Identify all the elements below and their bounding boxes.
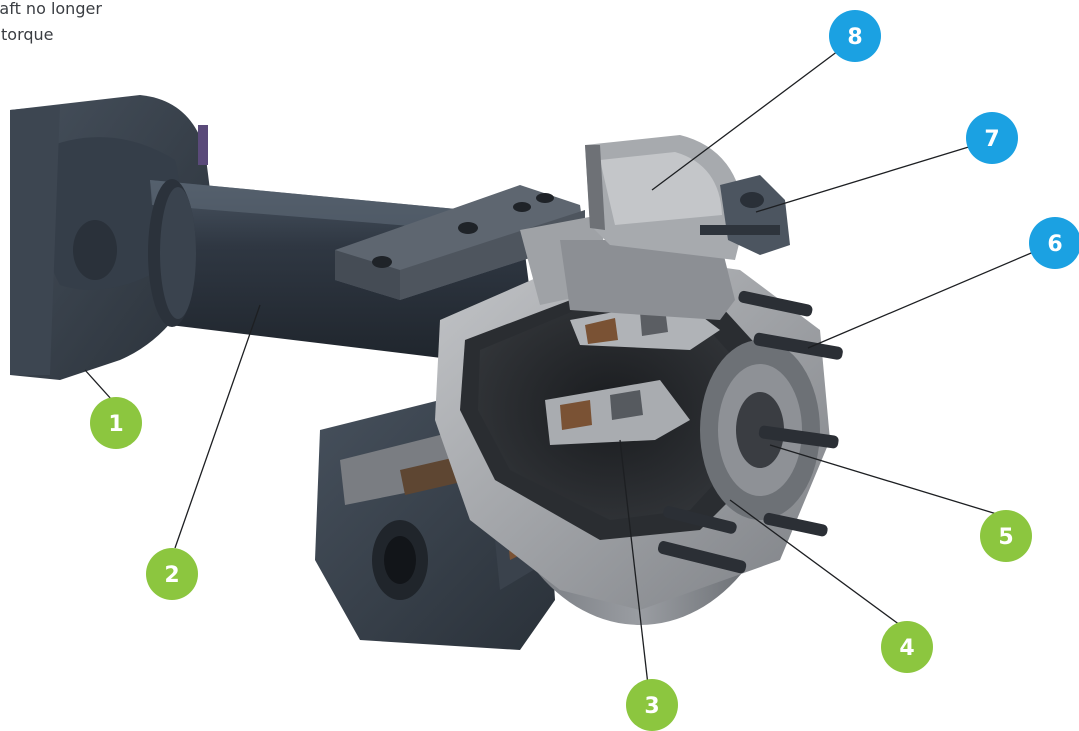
callout-6-label: 6 xyxy=(1047,232,1062,257)
wheel-stud xyxy=(753,332,843,360)
callout-1-circle xyxy=(90,397,142,449)
wheel-stud xyxy=(663,506,737,534)
leader-line-7 xyxy=(755,141,986,213)
caption-line-1: e shaft no longer xyxy=(0,0,102,18)
callout-2-circle xyxy=(146,548,198,600)
callout-3: 3 xyxy=(626,679,678,731)
leader-lines xyxy=(84,41,1051,686)
leader-line-5 xyxy=(769,444,1001,516)
leader-line-1 xyxy=(84,369,113,401)
wheel-stud xyxy=(738,290,813,317)
wheel-stud xyxy=(758,425,839,449)
wheel-stud xyxy=(657,541,747,574)
callout-8: 8 xyxy=(829,10,881,62)
callout-4-circle xyxy=(881,621,933,673)
leader-line-3 xyxy=(619,439,649,686)
callout-6: 6 xyxy=(1029,217,1079,269)
callout-2: 2 xyxy=(146,548,198,600)
callout-5-label: 5 xyxy=(998,525,1013,550)
callout-1-label: 1 xyxy=(108,412,123,437)
leader-line-2 xyxy=(174,304,261,549)
callout-6-circle xyxy=(1029,217,1079,269)
callout-3-circle xyxy=(626,679,678,731)
hub-assembly-cutaway xyxy=(435,215,830,610)
callout-5-circle xyxy=(980,510,1032,562)
callout-4-label: 4 xyxy=(899,636,914,661)
callout-8-circle xyxy=(829,10,881,62)
callout-7-label: 7 xyxy=(984,127,999,152)
callout-4: 4 xyxy=(881,621,933,673)
caption-text: e shaft no longer ly torque xyxy=(0,0,200,48)
callout-3-label: 3 xyxy=(644,694,659,719)
leader-line-4 xyxy=(729,499,901,626)
caption-line-2: ly torque xyxy=(0,25,54,44)
callout-8-label: 8 xyxy=(847,25,862,50)
callout-5: 5 xyxy=(980,510,1032,562)
callout-7: 7 xyxy=(966,112,1018,164)
leader-line-6 xyxy=(807,244,1051,349)
callout-7-circle xyxy=(966,112,1018,164)
callout-2-label: 2 xyxy=(164,563,179,588)
wheel-stud xyxy=(763,512,828,537)
abs-sensor xyxy=(700,175,790,255)
callout-1: 1 xyxy=(90,397,142,449)
wheel-studs xyxy=(657,290,843,574)
brake-dust-shield xyxy=(585,135,745,260)
leader-line-8 xyxy=(651,41,851,191)
